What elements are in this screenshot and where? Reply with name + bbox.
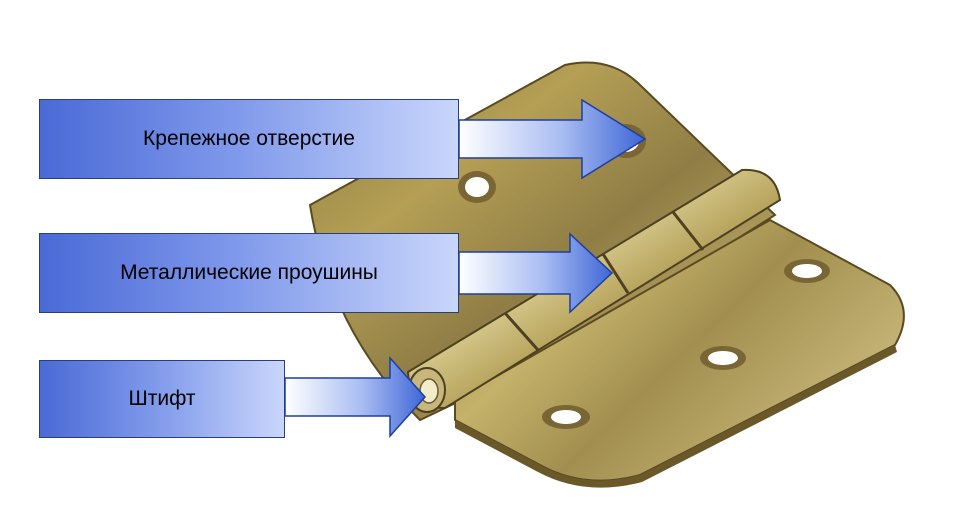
arrow-to-knuckles [458,232,614,314]
label-mounting-hole-text: Крепежное отверстие [143,127,355,150]
mounting-hole-bottom [542,405,590,429]
arrow-to-mounting-hole [458,98,647,180]
label-knuckles: Металлические проушины [39,233,459,313]
mounting-hole-right [784,259,830,283]
mounting-hole-middle [700,346,746,370]
mounting-hole-left [458,171,496,203]
hinge-leaf-edge [455,345,897,488]
arrow-to-pin [284,356,427,438]
label-mounting-hole: Крепежное отверстие [39,99,459,179]
label-pin-text: Штифт [128,387,196,410]
label-pin: Штифт [39,360,285,438]
label-knuckles-text: Металлические проушины [120,261,378,284]
